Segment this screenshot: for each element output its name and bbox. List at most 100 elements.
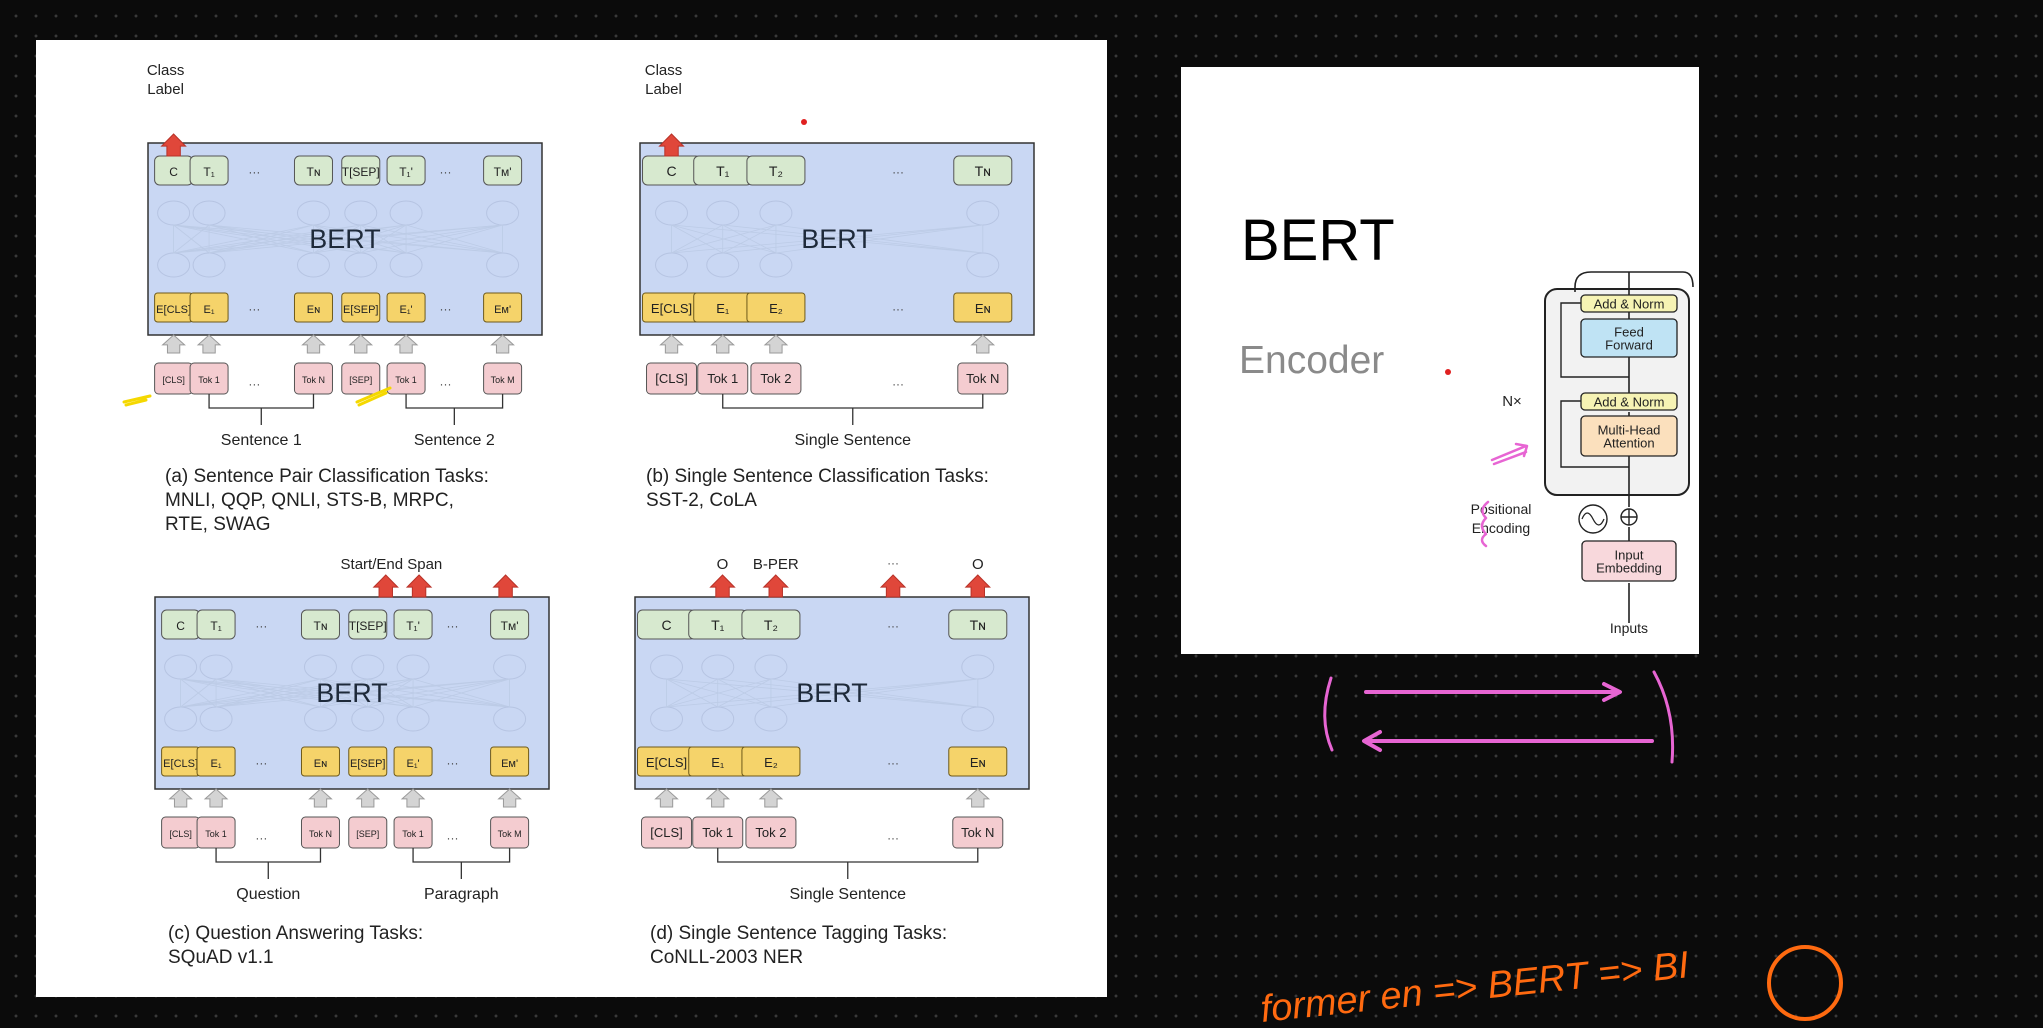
input-arrow [710, 334, 736, 354]
tag-label-3: O [972, 556, 984, 573]
class-label-line2: Label [645, 81, 682, 98]
input-arrow [400, 788, 426, 808]
add-norm-bottom-label: Add & Norm [1594, 395, 1665, 410]
ellipsis: ··· [248, 377, 260, 391]
tag-arrow [964, 574, 991, 598]
laser-dot [801, 119, 807, 125]
attention-link [173, 224, 407, 254]
input-arrow [705, 788, 731, 808]
residual-connections [1560, 302, 1629, 468]
input-token-label: Tok 1 [198, 375, 220, 385]
embedding-token [483, 292, 523, 323]
output-token [953, 155, 1013, 186]
input-embedding-label: Input [1615, 547, 1644, 562]
embedding-token-label: Eᴍ' [494, 304, 511, 316]
output-token-label: Tɴ [970, 617, 986, 633]
attention-link [671, 224, 723, 254]
embedding-token-label: E₁ [711, 755, 725, 770]
class-label-line1: Class [645, 62, 683, 79]
ellipsis: ··· [255, 831, 267, 845]
input-arrow [301, 334, 326, 354]
embedding-token [300, 746, 340, 777]
input-arrow [308, 788, 333, 808]
output-token-label: T₁ [711, 617, 725, 633]
output-token-label: C [661, 617, 671, 633]
embedding-token-label: Eɴ [307, 304, 320, 316]
output-token [393, 609, 433, 640]
input-arrow [490, 334, 515, 354]
input-token [745, 816, 797, 849]
input-token-label: Tok N [302, 375, 325, 385]
segment-bracket [208, 394, 315, 425]
input-token-label: Tok M [491, 375, 515, 385]
embedding-token-label: E[CLS] [651, 301, 692, 316]
attention-link [717, 678, 772, 708]
output-token [293, 155, 333, 186]
input-token-label: [CLS] [650, 825, 683, 840]
embedding-token [196, 746, 236, 777]
input-arrow [196, 334, 222, 354]
feed-forward-label: Feed [1614, 325, 1644, 340]
output-token [741, 609, 801, 640]
attention-link [173, 224, 503, 254]
output-token-label: T₁ [210, 619, 221, 633]
span-arrow [372, 574, 399, 598]
multi-head-attention-label: Multi-Head [1598, 422, 1661, 437]
embedding-token [393, 746, 433, 777]
handwritten-circle [1767, 945, 1843, 1021]
output-token-label: T₂ [764, 617, 778, 633]
attention-link [775, 224, 983, 254]
output-token [348, 609, 388, 640]
input-token [348, 816, 388, 849]
output-token-label: T₁ [203, 165, 214, 179]
attention-link [671, 224, 777, 254]
output-token-label: C [176, 619, 185, 633]
caption-d: (d) Single Sentence Tagging Tasks: CoNLL… [650, 923, 948, 968]
output-token-label: T₁' [399, 165, 413, 179]
output-token-label: T[SEP] [349, 619, 387, 633]
output-token-label: T₁' [406, 619, 420, 633]
input-embedding-label: Embedding [1596, 561, 1662, 576]
attention-link [666, 678, 718, 708]
embedding-token-label: E₁' [406, 758, 419, 770]
output-token [196, 609, 236, 640]
input-token-label: [SEP] [349, 375, 372, 385]
attention-link [216, 678, 414, 708]
attention-link [180, 678, 510, 708]
segment-label-2: Paragraph [424, 886, 499, 903]
input-token-label: Tok M [498, 829, 522, 839]
input-token-label: Tok 1 [702, 825, 733, 840]
input-token [641, 816, 693, 849]
input-token-label: Tok 1 [205, 829, 227, 839]
caption-a: (a) Sentence Pair Classification Tasks: … [165, 466, 489, 535]
input-arrow [654, 788, 679, 808]
ellipsis: ··· [248, 165, 260, 179]
ellipsis: ··· [892, 302, 904, 316]
output-token [483, 155, 523, 186]
class-arrow [160, 133, 187, 157]
input-token [750, 362, 802, 395]
span-arrow [492, 574, 519, 598]
input-arrow [970, 334, 996, 354]
embedding-token-label: E₂ [764, 755, 778, 770]
embedding-token [741, 746, 801, 777]
segment-bracket [722, 394, 984, 425]
segment-label: Single Sentence [794, 432, 911, 449]
ellipsis: ··· [446, 619, 458, 633]
embedding-token-label: Eɴ [314, 758, 327, 770]
ellipsis: ··· [892, 165, 904, 179]
tag-ellipsis: ··· [887, 556, 899, 570]
positional-label-2: Encoding [1472, 520, 1530, 536]
attention-link [173, 224, 210, 254]
output-token-label: Tᴍ' [494, 165, 512, 179]
input-token-label: Tok N [309, 829, 332, 839]
plus-sign [1621, 509, 1637, 525]
multi-head-attention-label: Attention [1603, 436, 1654, 451]
output-token [341, 155, 381, 186]
bert-label: BERT [801, 224, 873, 254]
embedding-token-label: Eɴ [975, 301, 991, 316]
input-arrow [659, 334, 684, 354]
output-token-label: C [169, 165, 178, 179]
